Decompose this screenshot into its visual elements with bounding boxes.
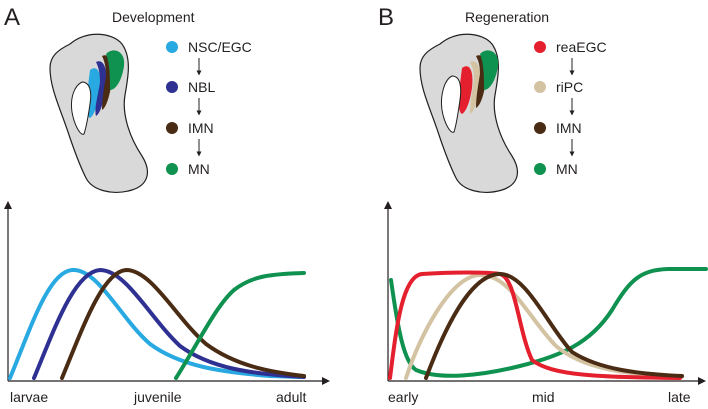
curve-nsc-egc: [8, 267, 302, 380]
ripc-layer: [470, 61, 481, 114]
x-tick-larvae: larvae: [10, 389, 48, 405]
legend-dot-reaegc: [534, 41, 546, 53]
panel-a-letter: A: [4, 4, 20, 31]
panel-b-letter: B: [378, 4, 394, 31]
curve-nbl: [32, 267, 306, 380]
panel-b-tissue-schematic: [419, 33, 519, 193]
curve-imn: [60, 267, 306, 380]
panel-a-title: Development: [112, 9, 195, 25]
legend-dot-imn: [534, 122, 546, 134]
tissue-outline: [419, 33, 519, 193]
curve-ripc: [404, 272, 684, 380]
nbl-layer: [95, 61, 107, 116]
ventricle: [441, 75, 462, 133]
curve-imn: [424, 271, 684, 380]
legend-label-mn: MN: [188, 161, 210, 177]
curve-mn: [389, 267, 708, 378]
mn-layer: [106, 50, 125, 90]
panel-b-legend: reaEGC riPC IMN MN: [534, 39, 607, 177]
x-tick-juvenile: juvenile: [133, 389, 182, 405]
x-tick-adult: adult: [276, 389, 306, 405]
panel-b: B Regeneration reaEGC riPC IMN MN: [378, 4, 708, 405]
panel-a: A Development NSC/EGC NBL IMN MN: [4, 4, 330, 405]
curve-mn: [174, 271, 306, 380]
legend-label-nsc-egc: NSC/EGC: [188, 39, 252, 55]
legend-dot-mn: [534, 163, 546, 175]
reaegc-layer: [458, 66, 473, 114]
mn-layer: [480, 50, 499, 90]
panel-b-title: Regeneration: [465, 9, 549, 25]
legend-label-nbl: NBL: [188, 79, 215, 95]
x-tick-early: early: [388, 389, 418, 405]
legend-label-mn: MN: [556, 161, 578, 177]
panel-a-legend: NSC/EGC NBL IMN MN: [166, 39, 252, 177]
x-tick-mid: mid: [532, 389, 555, 405]
legend-label-reaegc: reaEGC: [556, 39, 607, 55]
legend-label-imn: IMN: [556, 120, 582, 136]
legend-dot-mn: [166, 163, 178, 175]
ventricle: [71, 81, 92, 135]
legend-dot-nbl: [166, 81, 178, 93]
panel-a-tissue-schematic: [49, 33, 149, 193]
legend-dot-ripc: [534, 81, 546, 93]
legend-label-imn: IMN: [188, 120, 214, 136]
x-tick-late: late: [668, 389, 691, 405]
tissue-outline: [49, 33, 149, 193]
legend-label-ripc: riPC: [556, 79, 583, 95]
panel-a-plot: larvae juvenile adult: [4, 201, 330, 405]
legend-dot-nsc-egc: [166, 41, 178, 53]
legend-dot-imn: [166, 122, 178, 134]
panel-b-plot: early mid late: [384, 201, 708, 405]
